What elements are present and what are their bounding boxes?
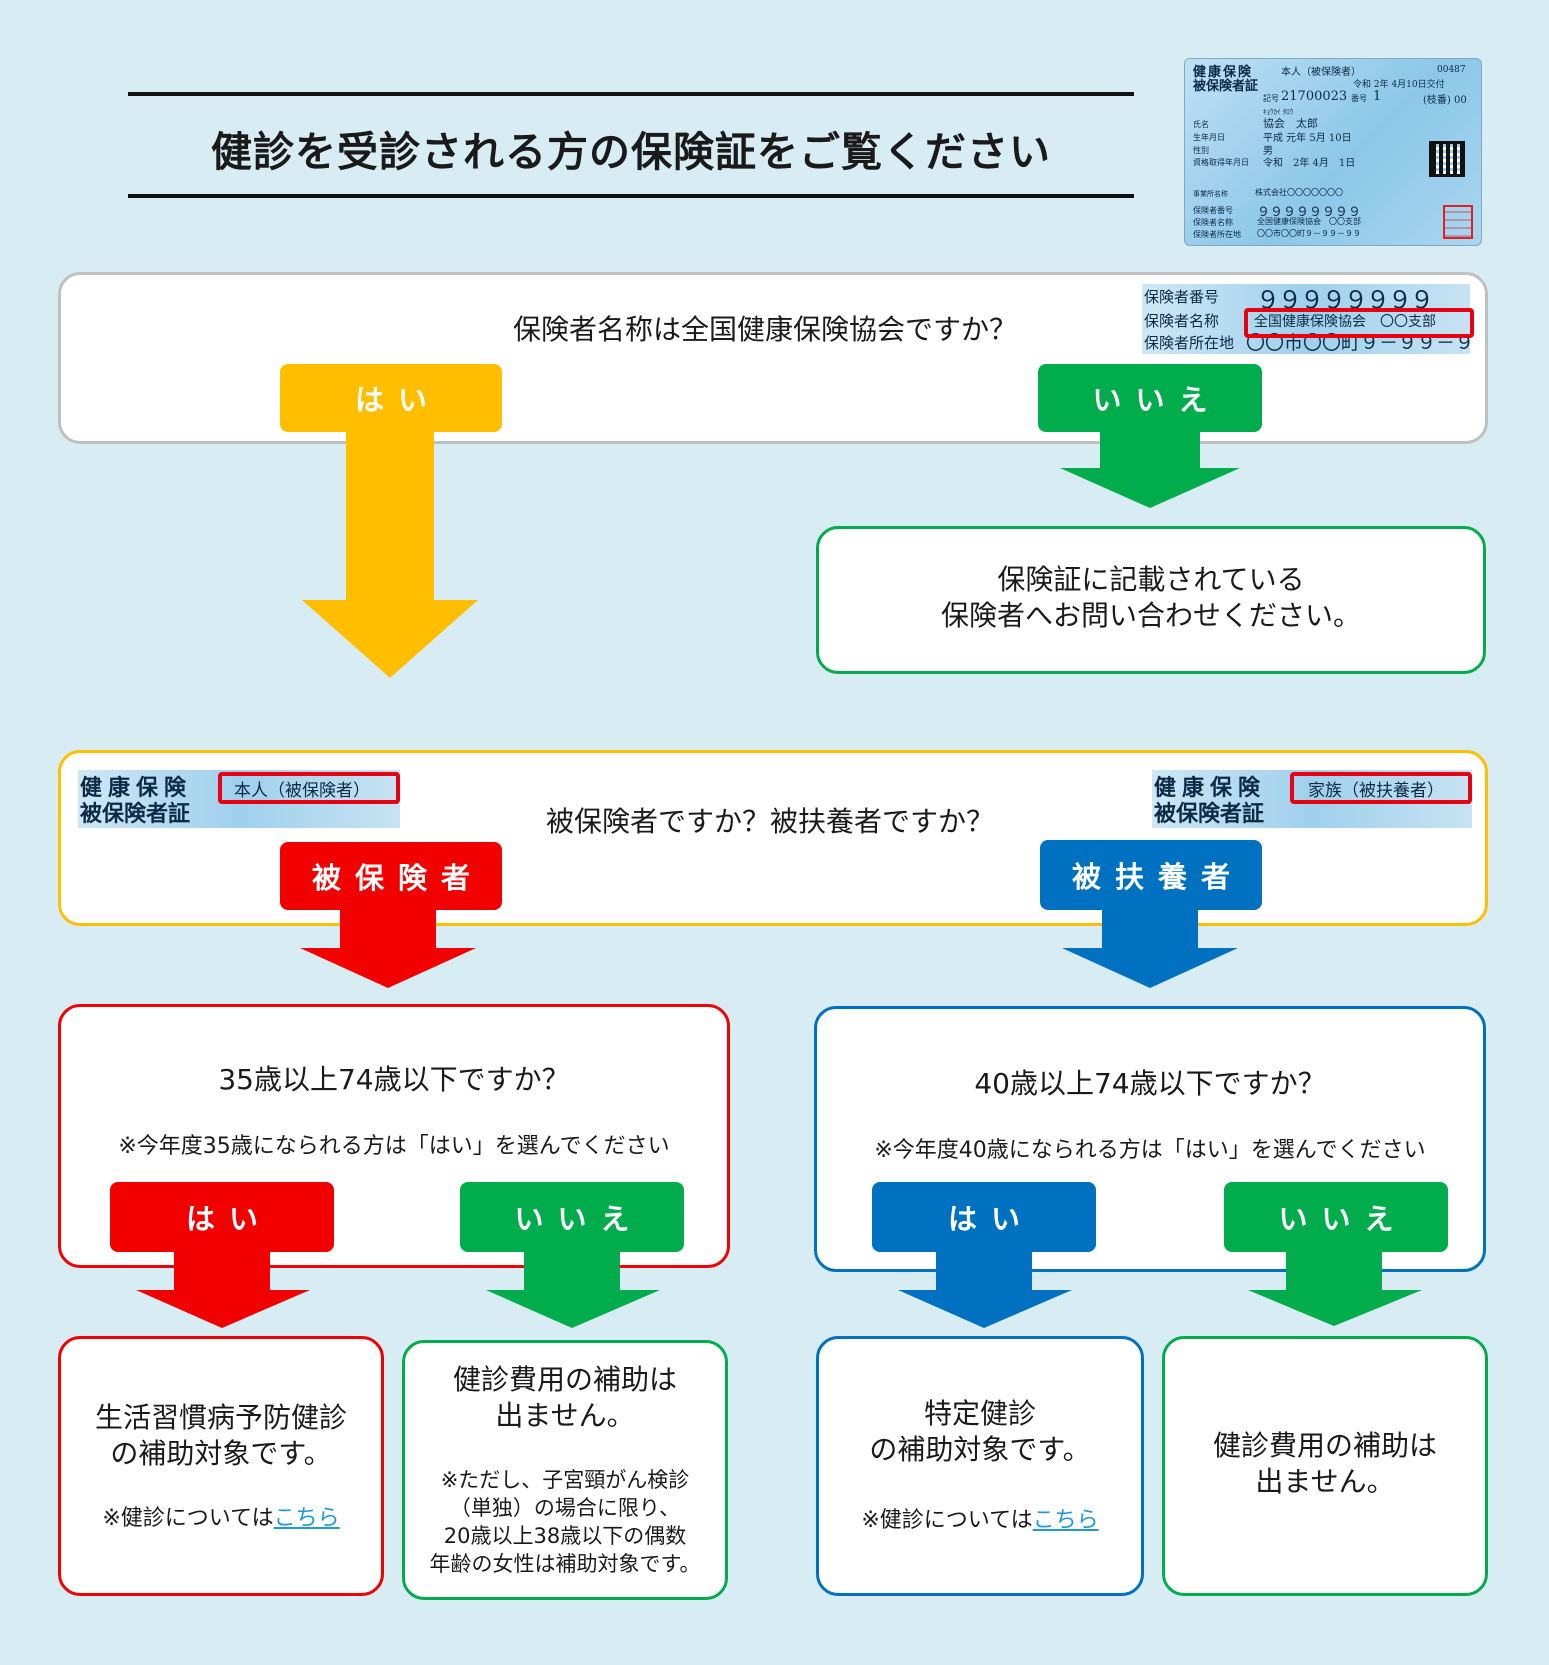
insured-no-tag: いいえ (460, 1182, 684, 1252)
insured-age-note: ※今年度35歳になられる方は「はい」を選んでください (118, 1134, 670, 1159)
card-person-kind: 本人（被保険者） (1281, 67, 1361, 78)
card-insurer-addr: 〇〇市〇〇町９－９９－９９ (1257, 229, 1361, 238)
dependent-no-tag: いいえ (1224, 1182, 1448, 1252)
insured-yes-result-line2: の補助対象です。 (110, 1437, 332, 1470)
insured-no-note-line3: 20歳以上38歳以下の偶数 (443, 1524, 687, 1548)
card-type-line2: 被保険者証 (1193, 79, 1259, 94)
insurance-card-image: 健康保険 被保険者証 本人（被保険者） 00487 令和 2年 4月10日交付 … (1184, 58, 1482, 246)
card-sex-label: 性別 (1193, 146, 1209, 155)
dependent-tag: 被扶養者 (1040, 840, 1262, 910)
insured-no-note-line4: 年齢の女性は補助対象です。 (429, 1552, 701, 1576)
strip-insurer-addr-label: 保険者所在地 (1144, 334, 1235, 352)
card-name-label: 氏名 (1193, 120, 1209, 129)
q1-no-tag: いいえ (1038, 364, 1262, 432)
card-kigo: 21700023 (1281, 89, 1348, 104)
dependent-age-note: ※今年度40歳になられる方は「はい」を選んでください (874, 1138, 1426, 1163)
card-issued: 令和 2年 4月10日交付 (1353, 80, 1445, 90)
card-insurer-no: ９９９９９９９９ (1257, 205, 1362, 220)
card-insurer-name: 全国健康保険協会 〇〇支部 (1257, 217, 1361, 226)
strip-insurer-name-value: 全国健康保険協会 〇〇支部 (1254, 314, 1436, 330)
insured-no-result-line1: 健診費用の補助は (452, 1363, 677, 1396)
insured-arrow (300, 910, 476, 988)
dependent-no-arrow (1248, 1252, 1422, 1326)
insured-yes-result-box (58, 1336, 384, 1596)
insured-no-result-box (402, 1340, 728, 1600)
insurer-name-highlight (1244, 308, 1474, 338)
strip-right-line1: 健康保険 (1154, 775, 1267, 801)
card-birth-label: 生年月日 (1193, 133, 1225, 142)
insured-no-note-line2: （単独）の場合に限り、 (449, 1496, 681, 1520)
question-member-type-text: 被保険者ですか？被扶養者ですか？ (545, 805, 994, 838)
dependent-exam-info-link[interactable]: こちら (1032, 1508, 1099, 1533)
q1-no-arrow (1060, 432, 1240, 508)
q1-no-result-box (816, 526, 1486, 674)
insured-exam-info-link[interactable]: こちら (273, 1506, 340, 1531)
card-top-code: 00487 (1437, 65, 1466, 75)
dependent-kind-highlight (1290, 772, 1472, 804)
card-type-line1: 健康保険 (1193, 65, 1254, 80)
title-rule-bottom (128, 194, 1134, 198)
card-edaban: (枝番) 00 (1423, 95, 1467, 106)
dependent-no-result-line1: 健診費用の補助は (1212, 1429, 1437, 1462)
card-kigo-label: 記号 (1263, 94, 1279, 103)
card-qual: 令和 2年 4月 1日 (1263, 158, 1356, 169)
card-qual-label: 資格取得年月日 (1193, 158, 1249, 167)
card-birth: 平成 元年 5月 10日 (1263, 133, 1352, 144)
card-insurer-no-label: 保険者番号 (1193, 206, 1233, 215)
strip-right-kind: 家族（被扶養者） (1308, 781, 1444, 801)
insured-no-note-line1: ※ただし、子宮頸がん検診 (440, 1468, 690, 1492)
card-seal-icon (1443, 205, 1473, 239)
dependent-yes-arrow (898, 1252, 1072, 1328)
insured-yes-link-prefix: ※健診については (102, 1506, 274, 1531)
dependent-yes-link-row: ※健診についてはこちら (816, 1502, 1144, 1534)
insured-yes-arrow (136, 1252, 310, 1328)
q1-yes-arrow (302, 432, 478, 678)
strip-left-kind: 本人（被保険者） (234, 781, 370, 801)
card-kana: ｷｮｳｶｲ ﾀﾛｳ (1263, 108, 1294, 116)
insured-kind-highlight (218, 772, 400, 804)
insured-no-result-line2: 出ません。 (495, 1399, 635, 1432)
insured-no-arrow (486, 1252, 660, 1328)
q1-yes-tag: はい (280, 364, 502, 432)
card-office: 株式会社〇〇〇〇〇〇〇 (1255, 188, 1343, 197)
dependent-yes-result-line1: 特定健診 (923, 1397, 1036, 1430)
strip-insurer-no-label: 保険者番号 (1144, 288, 1220, 306)
dependent-yes-result-line2: の補助対象です。 (869, 1433, 1091, 1466)
page-title: 健診を受診される方の保険証をご覧ください (211, 128, 1051, 176)
strip-left-line1: 健康保険 (80, 775, 193, 801)
card-office-label: 事業所名称 (1193, 190, 1228, 198)
insured-yes-result-line1: 生活習慣病予防健診 (94, 1401, 347, 1434)
dependent-card-strip-image: 健康保険 被保険者証 家族（被扶養者） (1152, 770, 1472, 828)
title-rule-top (128, 92, 1134, 96)
card-sex: 男 (1263, 146, 1273, 157)
strip-left-line2: 被保険者証 (80, 801, 191, 827)
dependent-yes-link-prefix: ※健診については (861, 1508, 1033, 1533)
card-insurer-addr-label: 保険者所在地 (1193, 230, 1241, 239)
card-bango-label: 番号 (1351, 94, 1367, 103)
card-name: 協会 太郎 (1263, 117, 1318, 130)
dependent-no-result-box (1162, 1336, 1488, 1596)
insured-age-question: 35歳以上74歳以下ですか？ (218, 1063, 570, 1096)
card-bango: 1 (1373, 89, 1382, 104)
insured-yes-tag: はい (110, 1182, 334, 1252)
insured-tag: 被保険者 (280, 842, 502, 910)
q1-no-result-line2: 保険者へお問い合わせください。 (940, 599, 1361, 632)
strip-insurer-name-label: 保険者名称 (1144, 312, 1220, 330)
dependent-age-question: 40歳以上74歳以下ですか？ (974, 1067, 1326, 1100)
question-insurer-text: 保険者名称は全国健康保険協会ですか？ (512, 313, 1017, 346)
strip-right-line2: 被保険者証 (1154, 801, 1265, 827)
dependent-yes-result-box (816, 1336, 1144, 1596)
q1-no-result-line1: 保険証に記載されている (997, 563, 1305, 596)
dependent-no-result-line2: 出ません。 (1255, 1465, 1395, 1498)
insured-card-strip-image: 健康保険 被保険者証 本人（被保険者） (78, 770, 400, 828)
insured-yes-link-row: ※健診についてはこちら (58, 1500, 384, 1532)
qr-code-icon (1429, 141, 1465, 177)
dependent-yes-tag: はい (872, 1182, 1096, 1252)
dependent-arrow (1062, 910, 1238, 988)
card-insurer-name-label: 保険者名称 (1193, 218, 1233, 227)
